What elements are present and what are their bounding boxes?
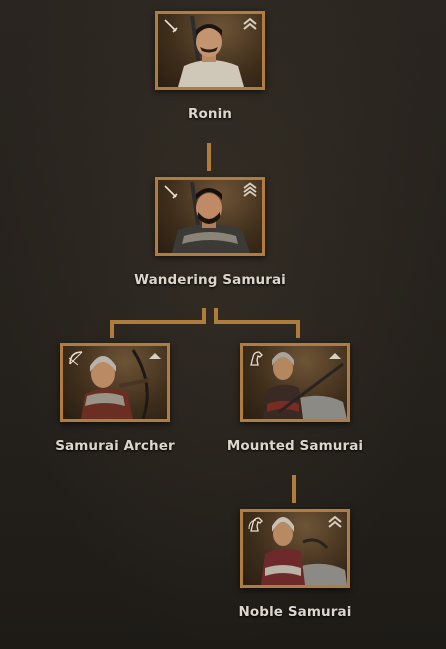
connector-left-branch (110, 320, 206, 324)
bow-icon (68, 351, 83, 366)
connector-right-branch (214, 320, 300, 324)
triple-chevron-up-icon (243, 182, 257, 197)
troop-name-noble-samurai: Noble Samurai (238, 604, 352, 620)
troop-name-mounted-samurai: Mounted Samurai (226, 438, 364, 454)
mounted-samurai-portrait (263, 352, 347, 419)
connector-wandering-left-stem (202, 308, 206, 322)
troop-card-samurai-archer[interactable] (60, 343, 170, 422)
connector-left-drop (110, 320, 114, 338)
wandering-samurai-portrait (172, 181, 250, 253)
samurai-archer-portrait (81, 349, 150, 419)
troop-name-samurai-archer: Samurai Archer (55, 438, 175, 454)
connector-right-drop (296, 320, 300, 338)
troop-card-mounted-samurai[interactable] (240, 343, 350, 422)
double-chevron-up-icon (243, 17, 257, 30)
troop-card-wandering-samurai[interactable] (155, 177, 265, 256)
horse-archer-icon (248, 517, 263, 532)
sword-icon (164, 19, 178, 33)
connector-wandering-right-stem (214, 308, 218, 322)
chevron-up-icon (149, 353, 161, 359)
troop-card-noble-samurai[interactable] (240, 509, 350, 588)
connector-mounted-noble (292, 475, 296, 503)
connector-ronin-wandering (207, 143, 211, 171)
troop-card-ronin[interactable] (155, 11, 265, 90)
chevron-up-icon (329, 353, 341, 359)
troop-name-ronin: Ronin (187, 106, 233, 122)
ronin-portrait (178, 15, 244, 87)
troop-name-wandering-samurai: Wandering Samurai (134, 272, 286, 288)
noble-samurai-portrait (261, 517, 347, 585)
horse-icon (250, 351, 263, 366)
double-chevron-up-icon (328, 515, 342, 528)
sword-icon (164, 185, 178, 199)
